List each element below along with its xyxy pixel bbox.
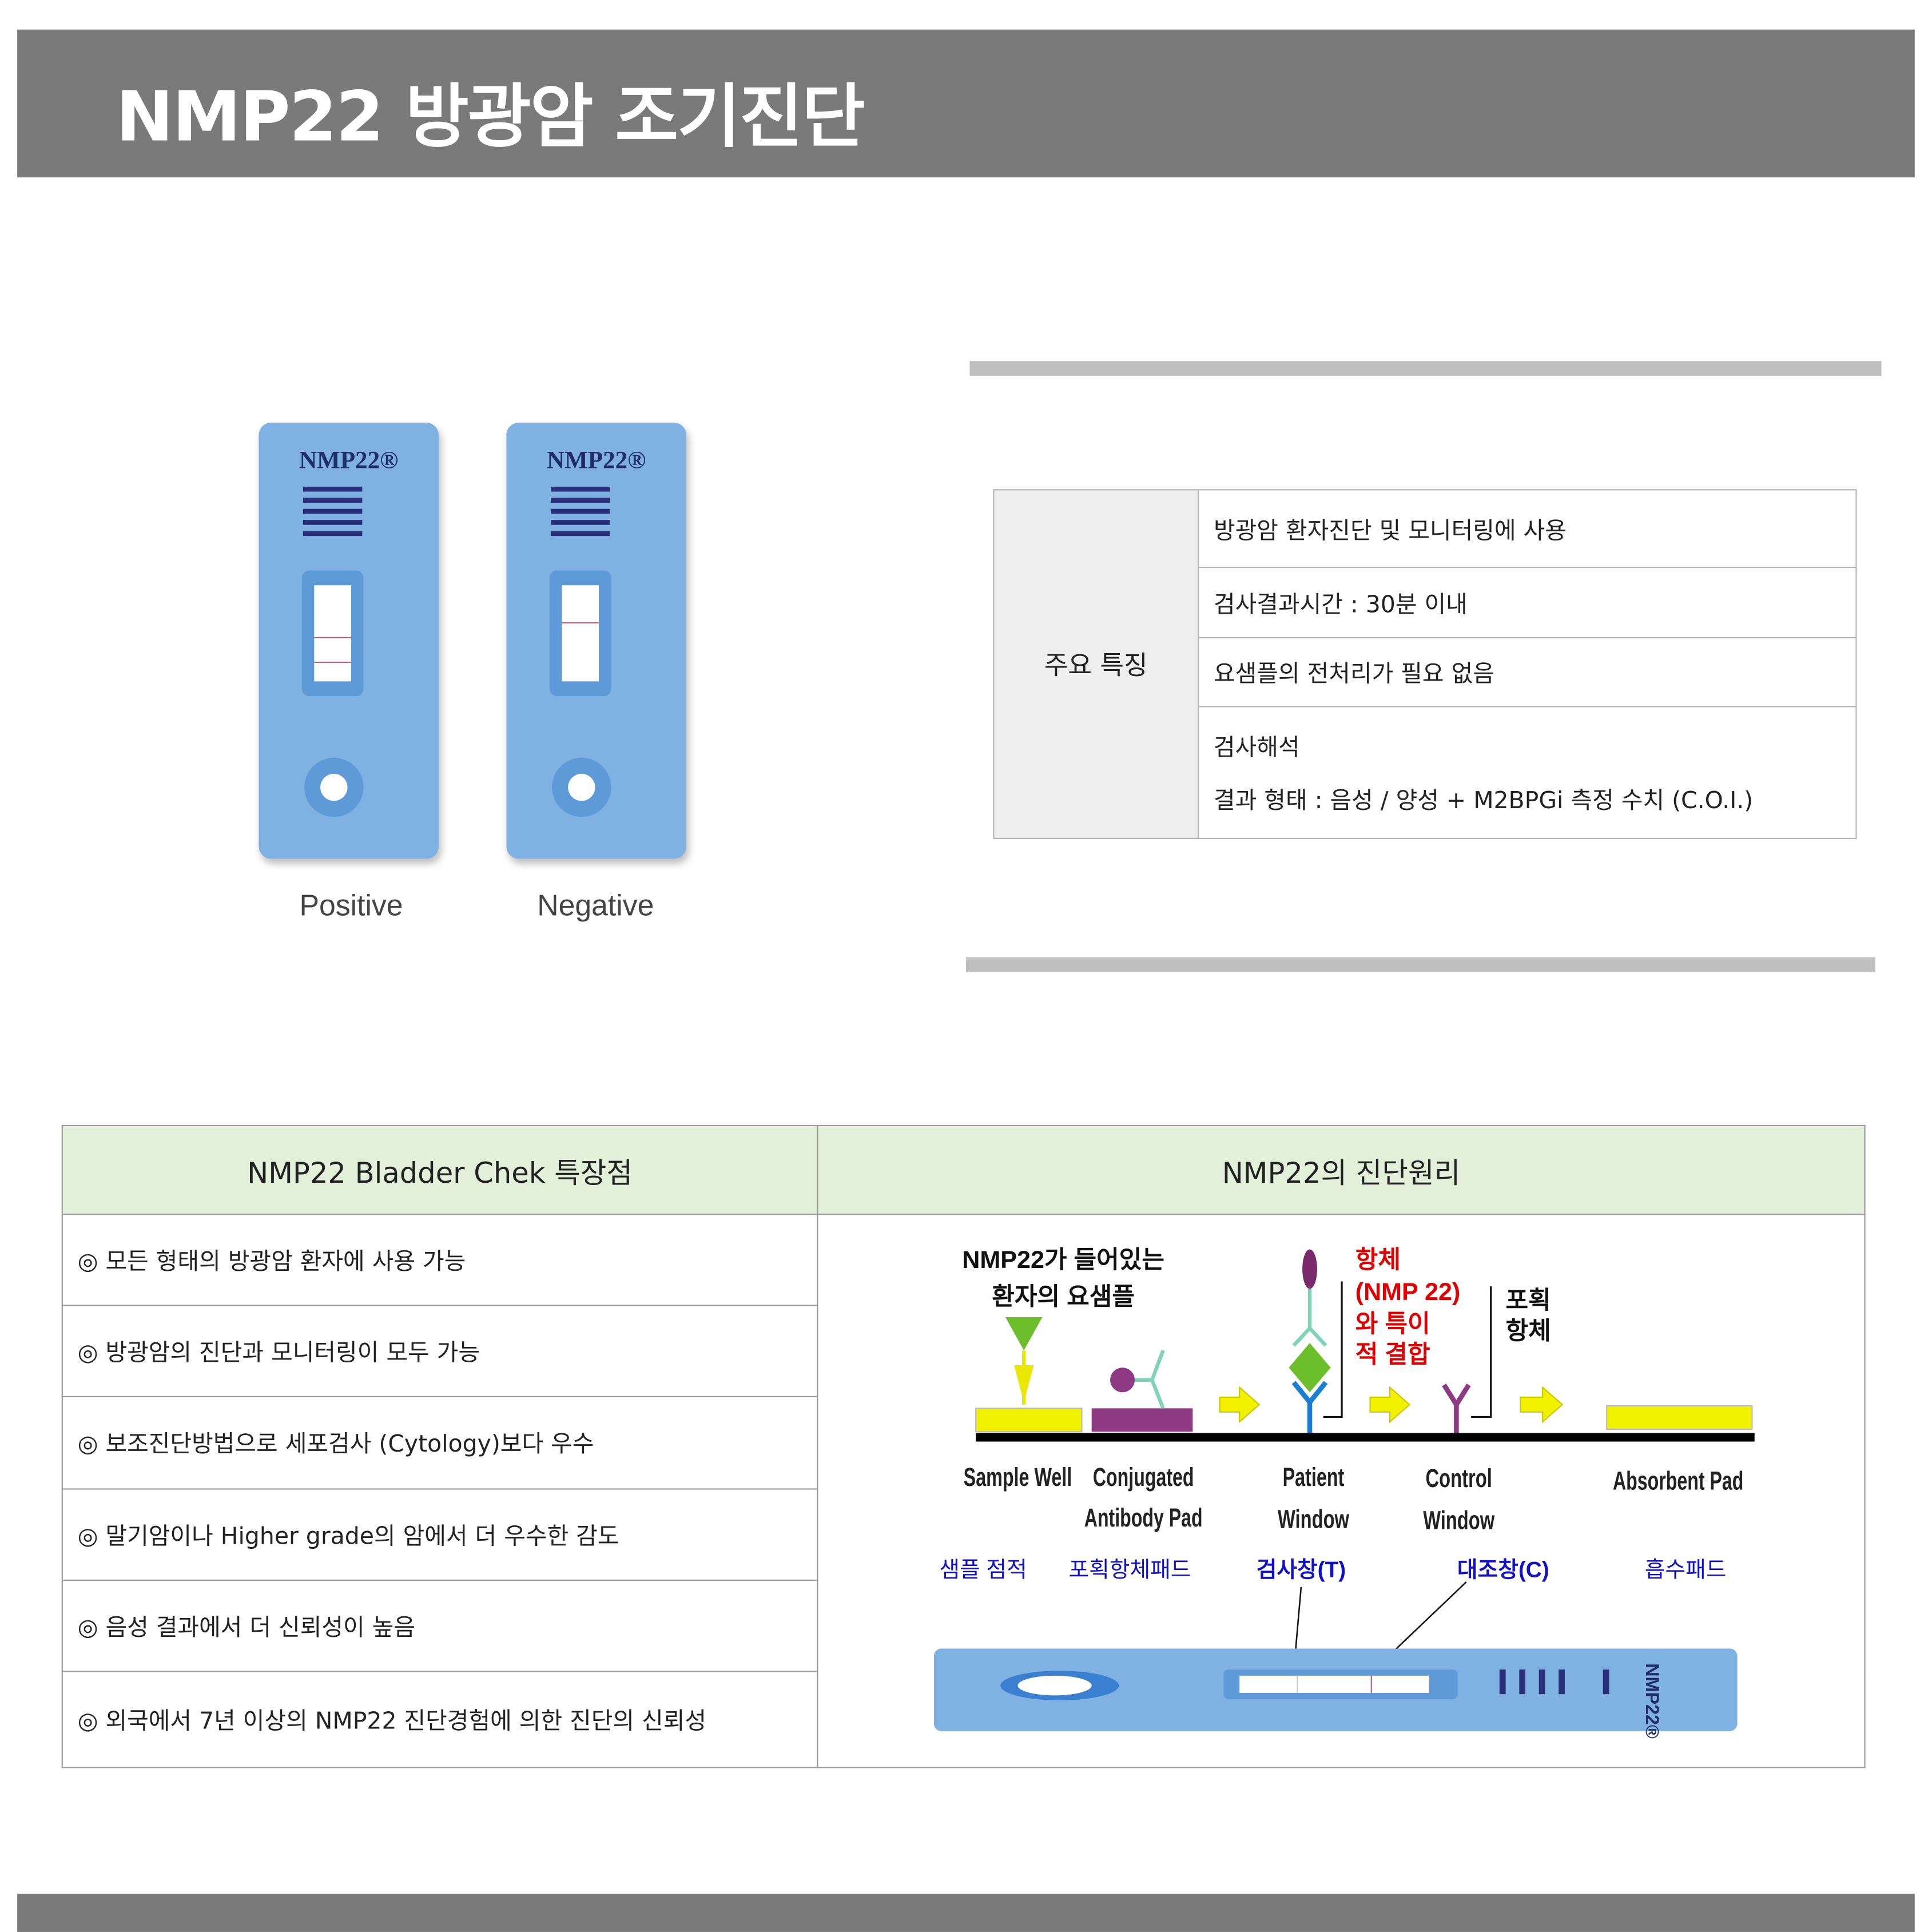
flow-arrow-icon <box>1219 1386 1564 1424</box>
feature-row: 방광암 환자진단 및 모니터링에 사용 <box>1197 489 1857 569</box>
absorbent-pad <box>1606 1405 1753 1430</box>
feature-row: 요샘플의 전처리가 필요 없음 <box>1197 637 1857 707</box>
antibody-text: 와 특이 <box>1355 1310 1430 1338</box>
diagnosis-principle-diagram: NMP22가 들어있는 환자의 요샘플 항체 (NMP 22) 와 특이 적 결… <box>933 1246 1755 1739</box>
ko-label-sample: 샘플 점적 <box>939 1558 1027 1583</box>
nmp22-antigen-icon <box>1005 1317 1043 1351</box>
sample-well-icon <box>304 757 364 817</box>
capture-text: 항체 <box>1506 1318 1551 1345</box>
control-antibody-icon <box>1442 1384 1471 1437</box>
left-header: NMP22 Bladder Chek 특장점 <box>61 1124 818 1215</box>
list-item: ◎ 외국에서 7년 이상의 NMP22 진단경험에 의한 진단의 신뢰성 <box>61 1670 818 1768</box>
conjugated-antibody-icon <box>1135 1349 1165 1409</box>
list-item: ◎ 보조진단방법으로 세포검사 (Cytology)보다 우수 <box>61 1396 818 1489</box>
sample-well-icon <box>552 757 611 817</box>
footer-bar <box>17 1894 1915 1932</box>
ko-label-control-window: 대조창(C) <box>1457 1558 1549 1583</box>
label-control: Control <box>1426 1464 1492 1493</box>
ko-label-absorbent: 흡수패드 <box>1645 1558 1727 1583</box>
device-logo: NMP22® <box>1642 1663 1663 1739</box>
list-item: ◎ 말기암이나 Higher grade의 암에서 더 우수한 감도 <box>61 1488 818 1581</box>
interp-body: 결과 형태 : 음성 / 양성 + M2BPGi 측정 수치 (C.O.I.) <box>1213 787 1754 814</box>
membrane-line <box>976 1433 1755 1442</box>
sample-text: NMP22가 들어있는 <box>962 1246 1164 1274</box>
capture-antibody-icon <box>1291 1381 1328 1437</box>
label-patient: Patient <box>1283 1462 1345 1492</box>
device-logo: NMP22® <box>546 447 646 475</box>
divider <box>969 361 1882 376</box>
capture-text: 포획 <box>1506 1287 1551 1314</box>
list-item: ◎ 모든 형태의 방광암 환자에 사용 가능 <box>61 1214 818 1307</box>
ko-label-test-window: 검사창(T) <box>1257 1558 1346 1583</box>
feature-row: 검사결과시간 : 30분 이내 <box>1197 566 1857 638</box>
positive-label: Positive <box>299 889 403 923</box>
label-window: Window <box>1278 1504 1350 1533</box>
right-header: NMP22의 진단원리 <box>817 1124 1866 1215</box>
antibody-text: 항체 <box>1355 1246 1401 1274</box>
negative-label: Negative <box>537 889 654 923</box>
ko-label-capture-pad: 포획항체패드 <box>1068 1558 1191 1583</box>
list-item: ◎ 방광암의 진단과 모니터링이 모두 가능 <box>61 1305 818 1398</box>
divider <box>965 957 1875 972</box>
negative-test-device: NMP22® <box>506 422 686 859</box>
positive-test-device: NMP22® <box>259 422 439 859</box>
interp-title: 검사해석 <box>1213 734 1300 762</box>
conjugate-pad <box>1091 1408 1193 1432</box>
antibody-text: (NMP 22) <box>1355 1278 1461 1306</box>
label-conjugated: Conjugated <box>1093 1462 1194 1492</box>
label-antibody-pad: Antibody Pad <box>1084 1503 1203 1532</box>
label-sample-well: Sample Well <box>964 1462 1072 1492</box>
label-absorbent-pad: Absorbent Pad <box>1613 1466 1743 1496</box>
label-window: Window <box>1423 1505 1495 1535</box>
features-label: 주요 특징 <box>993 489 1199 840</box>
sample-well-pad <box>975 1408 1083 1433</box>
header-bar <box>17 29 1915 178</box>
antibody-text: 적 결합 <box>1355 1341 1430 1369</box>
page-title: NMP22 방광암 조기진단 <box>116 77 865 158</box>
list-item: ◎ 음성 결과에서 더 신뢰성이 높음 <box>61 1579 818 1672</box>
sample-text: 환자의 요샘플 <box>992 1283 1135 1310</box>
device-logo: NMP22® <box>299 447 399 475</box>
